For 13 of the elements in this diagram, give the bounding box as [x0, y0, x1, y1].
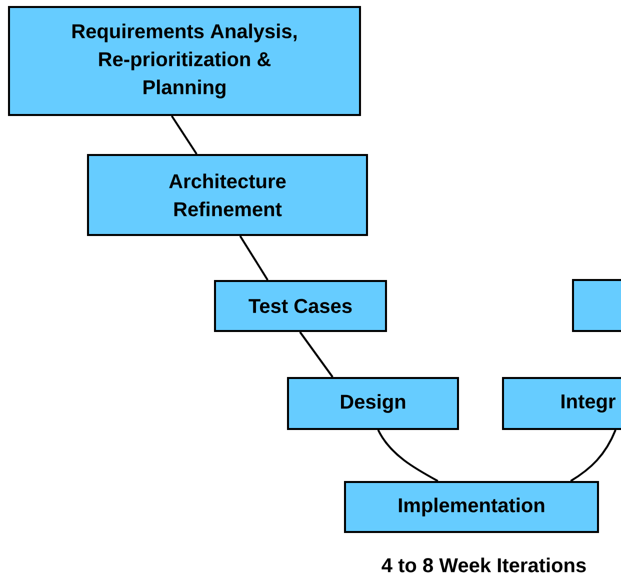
connector-line	[377, 430, 438, 482]
connector-line	[299, 331, 334, 378]
connector-line	[170, 115, 198, 155]
process-box	[572, 279, 621, 332]
caption-text: 4 to 8 Week Iterations	[382, 558, 586, 572]
process-box: Implementation	[344, 481, 599, 533]
process-box: Design	[287, 377, 459, 430]
connector-line	[239, 235, 268, 281]
process-box: Requirements Analysis, Re-prioritization & Planning	[8, 6, 361, 116]
process-box: Test Cases	[214, 280, 387, 332]
process-box: Integr	[502, 377, 621, 430]
process-box: Architecture Refinement	[87, 154, 368, 236]
connector-line	[570, 430, 616, 482]
